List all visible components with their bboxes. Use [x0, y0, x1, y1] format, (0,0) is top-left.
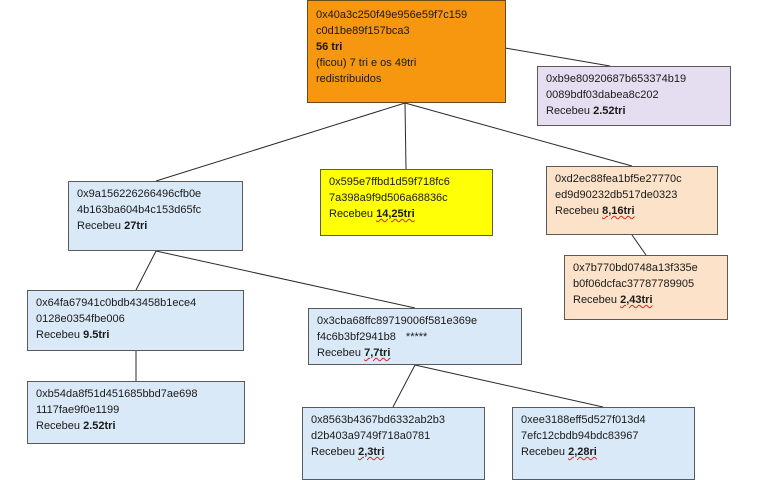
left-left-hash-line1: 0x64fa67941c0bdb43458b1ece4	[36, 297, 197, 309]
left-middle-child-1-node: 0x8563b4367bd6332ab2b3 d2b403a9749f718a0…	[302, 407, 485, 480]
left-received-label: Recebeu	[77, 220, 125, 232]
middle-hash-line2: 7a398a9f9d506a68836c	[329, 192, 448, 204]
left-left-child-hash-line2: 1117fae9f0e1199	[36, 404, 120, 416]
right-child-node: 0x7b770bd0748a13f335e b0f06dcfac37787789…	[564, 255, 728, 320]
edge-left-lm	[155, 250, 416, 309]
right-child-amount: 2,43tri	[620, 294, 653, 306]
left-hash-line1: 0x9a156226266496cfb0e	[77, 188, 202, 200]
edge-lm-lm1	[392, 364, 416, 408]
root-note-line1: (ficou) 7 tri e os 49tri	[316, 57, 417, 69]
edge-lm-lm2	[414, 364, 604, 408]
left-middle-child-2-received-label: Recebeu	[521, 446, 569, 458]
right-child-received-label: Recebeu	[573, 294, 621, 306]
middle-received-label: Recebeu	[329, 208, 377, 220]
left-middle-stars: *****	[405, 331, 428, 343]
right-child-hash-line1: 0x7b770bd0748a13f335e	[573, 262, 698, 274]
purple-hash-line1: 0xb9e80920687b653374b19	[546, 73, 687, 85]
left-node: 0x9a156226266496cfb0e 4b163ba604b4c153d6…	[68, 181, 243, 251]
right-child-hash-line2: b0f06dcfac37787789905	[573, 278, 695, 290]
left-hash-line2: 4b163ba604b4c153d65fc	[77, 204, 202, 216]
left-middle-hash-line2: f4c6b3bf2941b8	[317, 331, 396, 343]
left-left-child-received-label: Recebeu	[36, 420, 84, 432]
right-node: 0xd2ec88fea1bf5e27770c ed9d90232db517de0…	[546, 166, 718, 235]
left-middle-child-2-hash-line1: 0xee3188eff5d527f013d4	[521, 414, 646, 426]
left-middle-child-2-hash-line2: 7efc12cbdb94bdc83967	[521, 430, 639, 442]
root-hash-line2: c0d1be89f157bca3	[316, 25, 410, 37]
left-left-received-label: Recebeu	[36, 329, 84, 341]
middle-hash-line1: 0x595e7ffbd1d59f718fc6	[329, 176, 450, 188]
middle-amount: 14,25tri	[376, 208, 415, 220]
purple-received-label: Recebeu	[546, 105, 594, 117]
root-note-line2: redistribuidos	[316, 73, 382, 85]
left-middle-hash-line1: 0x3cba68ffc89719006f581e369e	[317, 315, 478, 327]
right-received-label: Recebeu	[555, 205, 603, 217]
edge-root-purple	[504, 47, 611, 67]
right-hash-line2: ed9d90232db517de0323	[555, 189, 678, 201]
edge-right-rchild	[631, 234, 647, 256]
edge-root-right	[404, 102, 633, 167]
purple-hash-line2: 0089bdf03dabea8c202	[546, 89, 659, 101]
left-middle-node: 0x3cba68ffc89719006f581e369e f4c6b3bf294…	[308, 308, 522, 365]
edge-left-ll	[135, 250, 157, 291]
left-middle-amount: 7,7tri	[364, 347, 391, 359]
left-middle-child-2-node: 0xee3188eff5d527f013d4 7efc12cbdb94bdc83…	[512, 407, 695, 480]
middle-node: 0x595e7ffbd1d59f718fc6 7a398a9f9d506a688…	[320, 169, 493, 236]
left-middle-child-1-received-label: Recebeu	[311, 446, 359, 458]
left-left-child-amount: 2.52tri	[83, 420, 116, 432]
right-hash-line1: 0xd2ec88fea1bf5e27770c	[555, 173, 682, 185]
edge-root-left	[155, 102, 406, 182]
root-node: 0x40a3c250f49e956e59f7c159 c0d1be89f157b…	[307, 0, 506, 103]
edge-root-mid	[404, 102, 407, 170]
left-left-amount: 9.5tri	[83, 329, 110, 341]
purple-node: 0xb9e80920687b653374b19 0089bdf03dabea8c…	[537, 66, 731, 126]
left-left-child-hash-line1: 0xb54da8f51d451685bbd7ae698	[36, 388, 198, 400]
purple-amount: 2.52tri	[593, 105, 626, 117]
root-hash-line1: 0x40a3c250f49e956e59f7c159	[316, 9, 468, 21]
left-middle-child-1-hash-line1: 0x8563b4367bd6332ab2b3	[311, 414, 445, 426]
left-middle-child-2-amount: 2,28ri	[568, 446, 597, 458]
left-middle-child-1-amount: 2,3tri	[358, 446, 385, 458]
left-middle-received-label: Recebeu	[317, 347, 365, 359]
right-amount: 8,16tri	[602, 205, 635, 217]
left-left-child-node: 0xb54da8f51d451685bbd7ae698 1117fae9f0e1…	[27, 381, 245, 444]
root-amount: 56 tri	[316, 41, 343, 53]
left-middle-child-1-hash-line2: d2b403a9749f718a0781	[311, 430, 431, 442]
left-left-hash-line2: 0128e0354fbe006	[36, 313, 125, 325]
left-amount: 27tri	[124, 220, 148, 232]
left-left-node: 0x64fa67941c0bdb43458b1ece4 0128e0354fbe…	[27, 290, 244, 351]
